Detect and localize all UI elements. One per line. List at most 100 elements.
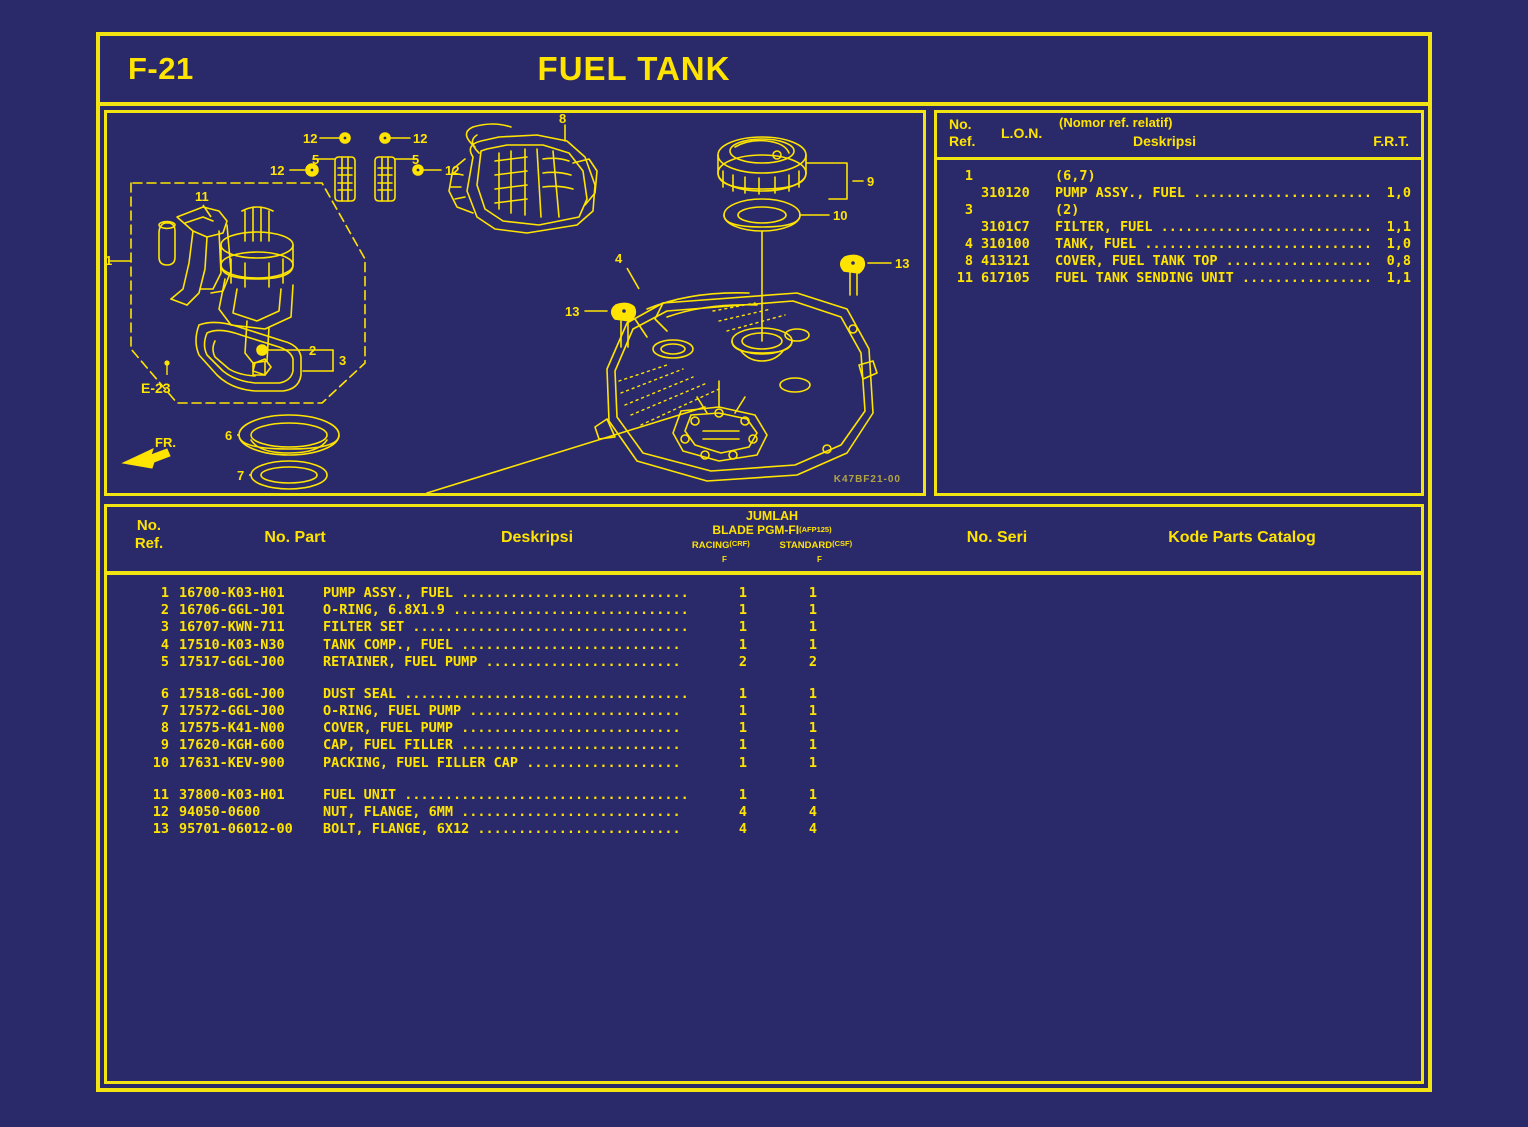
qty-racing: 1 xyxy=(738,585,748,601)
qty-standard: 1 xyxy=(808,685,818,702)
variant-marks: F F xyxy=(722,555,822,564)
callout-4: 4 xyxy=(615,251,623,266)
fuel-filler-cap xyxy=(717,136,807,195)
part-no-ref: 9 xyxy=(160,737,169,754)
callout-9: 9 xyxy=(867,174,874,189)
table-row: 3 16707-KWN-711 FILTER SET ...............… xyxy=(107,619,1421,636)
lon-row-lon: 617105 xyxy=(981,270,1030,286)
part-number: 95701-06012-00 xyxy=(179,820,293,837)
model-label: BLADE PGM-FI(AFP125) xyxy=(712,523,832,537)
assembly-bracket-1 xyxy=(130,182,366,404)
lon-row-desc: TANK, FUEL .............................… xyxy=(1055,236,1369,252)
lon-row-desc: PUMP ASSY., FUEL .......................… xyxy=(1055,185,1369,201)
part-no-ref: 8 xyxy=(160,720,169,737)
lon-row-desc: (2) xyxy=(1055,202,1080,218)
qty-racing: 1 xyxy=(738,619,748,636)
part-no-ref: 12 xyxy=(152,803,169,820)
table-row: 7 17572-GGL-J00 O-RING, FUEL PUMP ........… xyxy=(107,703,1421,720)
catalog-page: F-21 FUEL TANK xyxy=(96,32,1432,1092)
part-desc: O-RING, FUEL PUMP ......................… xyxy=(323,702,681,719)
part-desc: COVER, FUEL PUMP .......................… xyxy=(323,720,681,737)
reference-marker: E-23 xyxy=(141,360,171,396)
page-title: FUEL TANK xyxy=(537,50,731,87)
qty-standard: 1 xyxy=(808,702,818,719)
part-desc: FILTER SET .............................… xyxy=(323,619,689,636)
parts-table: No. Ref. No. Part Deskripsi JUMLAH BLADE… xyxy=(104,504,1424,1084)
callout-2: 2 xyxy=(309,343,316,358)
part-number: 17518-GGL-J00 xyxy=(179,685,285,702)
callout-5-right: 5 xyxy=(412,152,419,167)
part-number: 17517-GGL-J00 xyxy=(179,653,285,670)
callout-12-b: 12 xyxy=(413,131,427,146)
callout-6: 6 xyxy=(225,428,232,443)
part-number: 17631-KEV-900 xyxy=(179,754,285,771)
lon-row-lon: 310100 xyxy=(981,236,1030,252)
part-number: 37800-K03-H01 xyxy=(179,786,285,803)
lon-row: 310120 PUMP ASSY., FUEL .................… xyxy=(937,185,1421,202)
qty-racing: 1 xyxy=(738,737,748,754)
lon-header-lon: L.O.N. xyxy=(1001,125,1043,141)
qty-standard: 1 xyxy=(808,636,818,653)
qty-racing: 1 xyxy=(738,602,748,619)
callout-13-b: 13 xyxy=(565,304,579,319)
part-number: 16706-GGL-J01 xyxy=(179,602,285,619)
qty-racing: 4 xyxy=(738,803,748,820)
lon-row-desc: COVER, FUEL TANK TOP ...................… xyxy=(1055,253,1369,269)
callout-8: 8 xyxy=(559,113,566,126)
qty-racing: 1 xyxy=(738,786,748,803)
qty-standard: 1 xyxy=(808,754,818,771)
qty-standard: 4 xyxy=(808,803,818,820)
part-number: 16707-KWN-711 xyxy=(179,619,285,636)
lon-row-desc: FUEL TANK SENDING UNIT .................… xyxy=(1055,270,1369,286)
part-no-ref: 1 xyxy=(160,585,169,601)
front-arrow-label: FR. xyxy=(155,435,176,450)
part-no-ref: 5 xyxy=(160,653,169,670)
jumlah-label: JUMLAH xyxy=(745,509,799,523)
qty-racing: 1 xyxy=(738,685,748,702)
callout-3: 3 xyxy=(339,353,346,368)
page-header: F-21 FUEL TANK xyxy=(100,36,1428,106)
lon-row: 3(2) xyxy=(937,202,1421,219)
page-footer-artifact xyxy=(100,1083,1428,1089)
part-no-ref: 6 xyxy=(160,685,169,702)
lon-row-no: 1 xyxy=(964,168,973,184)
part-number: 17510-K03-N30 xyxy=(179,636,285,653)
lon-row-lon: 310120 xyxy=(981,185,1030,201)
lon-row-lon: 3101C7 xyxy=(981,219,1030,235)
qty-standard: 1 xyxy=(808,786,818,803)
lon-row-desc: FILTER, FUEL ...........................… xyxy=(1055,219,1369,235)
part-number: 17620-KGH-600 xyxy=(179,737,285,754)
callout-7: 7 xyxy=(237,468,244,483)
lon-table-body: 1 (6,7) 310120 PUMP ASSY., FUEL ...........… xyxy=(937,160,1421,287)
part-no-ref: 7 xyxy=(160,702,169,719)
lon-header-no-ref: No. Ref. xyxy=(949,116,976,149)
qty-standard: 1 xyxy=(808,619,818,636)
lon-row-frt: 1,0 xyxy=(1386,236,1411,252)
callout-11: 11 xyxy=(195,189,209,204)
part-number: 17572-GGL-J00 xyxy=(179,702,285,719)
lon-header-frt: F.R.T. xyxy=(1373,133,1409,149)
part-desc: PUMP ASSY., FUEL .......................… xyxy=(323,585,689,601)
part-desc: O-RING, 6.8X1.9 ........................… xyxy=(323,602,689,619)
part-desc: NUT, FLANGE, 6MM .......................… xyxy=(323,803,681,820)
qty-standard: 1 xyxy=(808,737,818,754)
parts-header-no-seri: No. Seri xyxy=(966,529,1028,546)
lon-row-lon: 413121 xyxy=(981,253,1030,269)
callout-5-left: 5 xyxy=(312,152,319,167)
part-no-ref: 2 xyxy=(160,602,169,619)
qty-racing: 1 xyxy=(738,720,748,737)
lon-row-desc: (6,7) xyxy=(1055,168,1096,184)
part-desc: RETAINER, FUEL PUMP ....................… xyxy=(323,653,681,670)
part-no-ref: 3 xyxy=(160,619,169,636)
parts-table-header: No. Ref. No. Part Deskripsi JUMLAH BLADE… xyxy=(107,507,1421,575)
